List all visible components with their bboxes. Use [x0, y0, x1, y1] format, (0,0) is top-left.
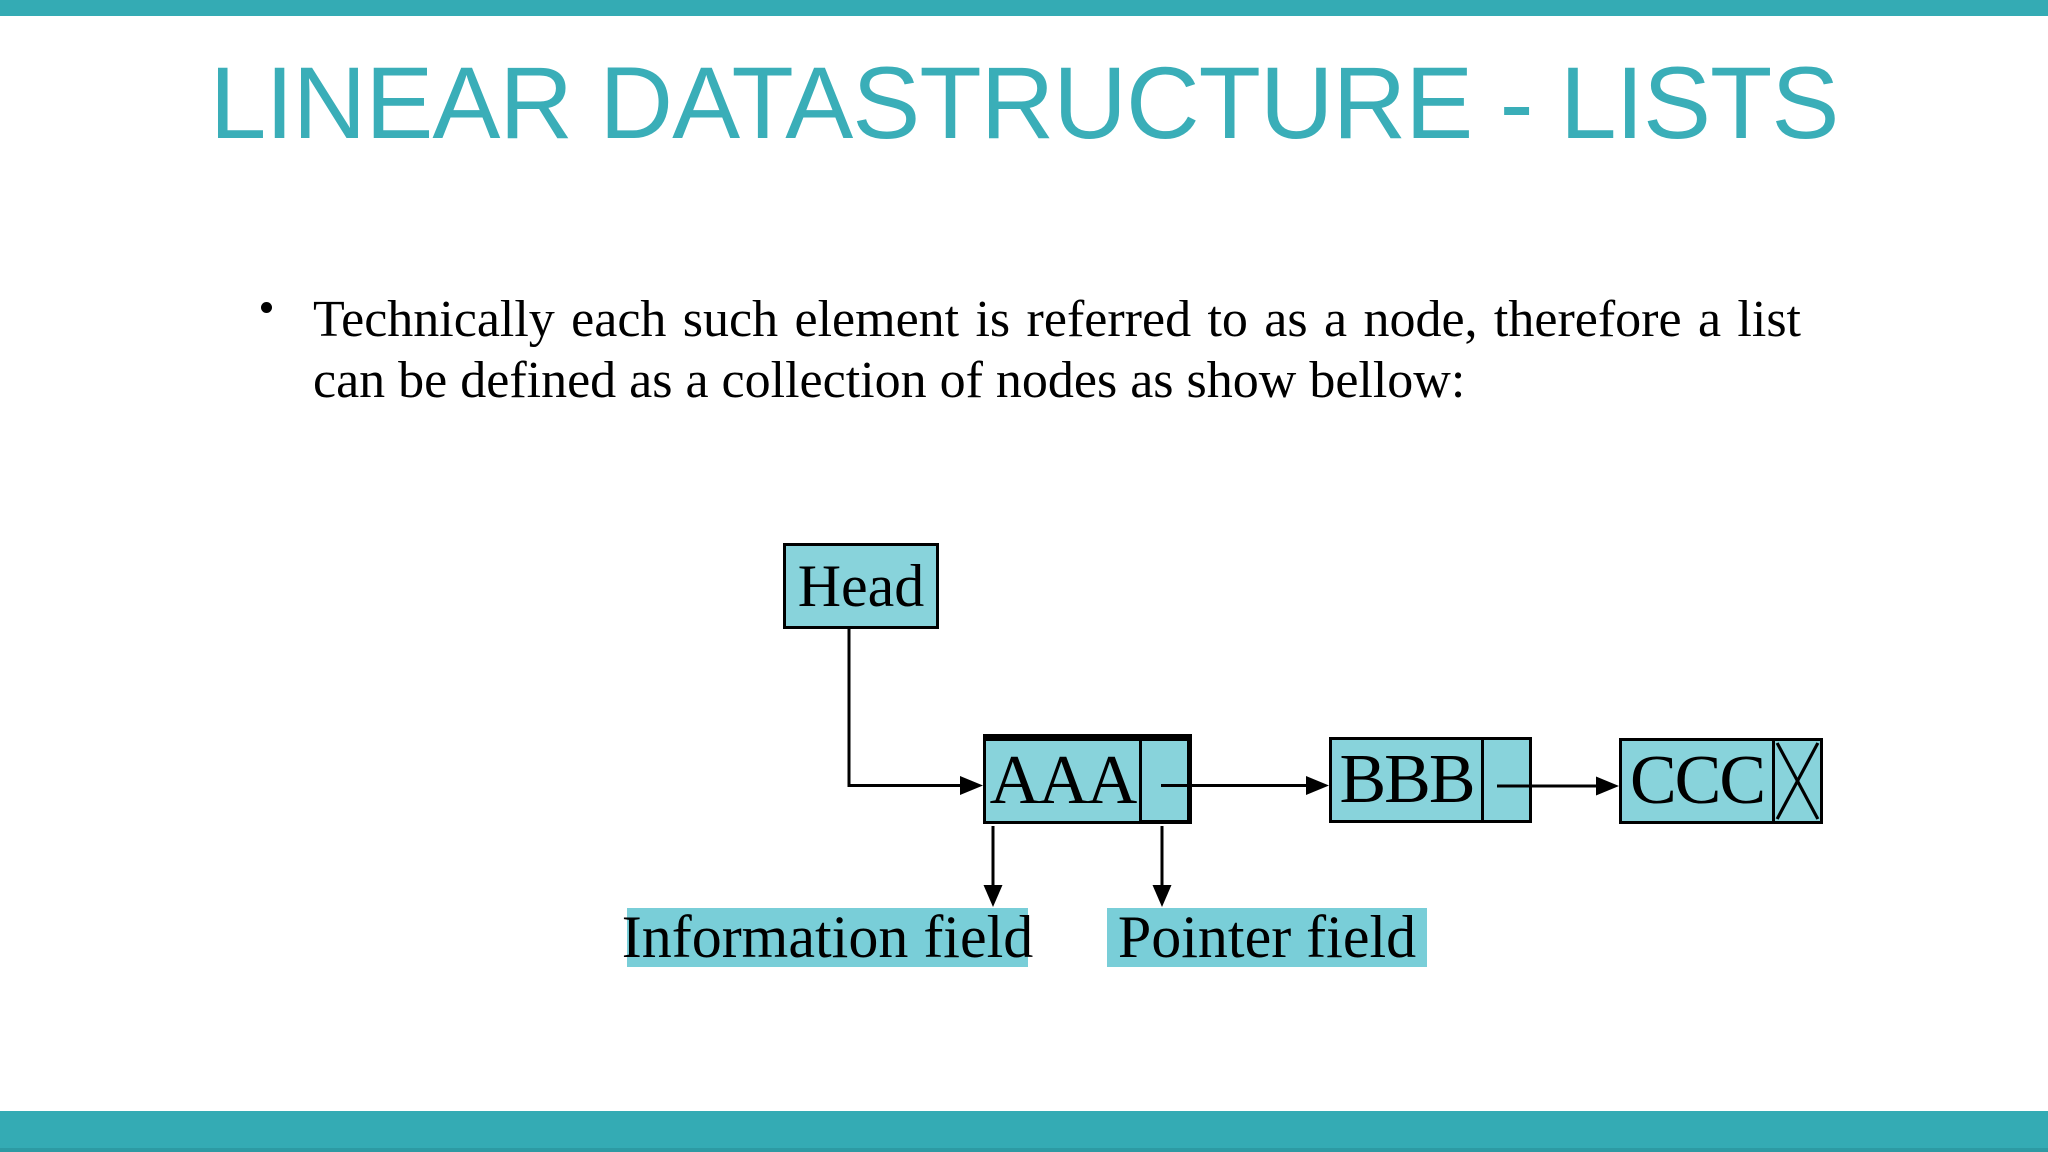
head-node-box: Head — [783, 543, 939, 629]
bullet-marker — [261, 302, 272, 313]
top-accent-bar — [0, 0, 2048, 16]
node-ccc-box: CCC — [1619, 738, 1823, 824]
bullet-line-2: can be defined as a collection of nodes … — [313, 352, 1466, 409]
pointer-field-label: Pointer field — [1107, 904, 1427, 970]
node-aaa-info-field: AAA — [983, 738, 1142, 824]
information-field-label: Information field — [622, 907, 1033, 967]
head-to-aaa-arrowhead-icon — [960, 776, 983, 795]
node-aaa-value: AAA — [989, 742, 1138, 819]
bullet-paragraph: Technically each such element is referre… — [313, 289, 1801, 411]
pointer-field-label-text: Pointer field — [1117, 904, 1417, 970]
bottom-accent-bar — [0, 1111, 2048, 1152]
node-bbb-pointer-field — [1481, 740, 1529, 820]
information-field-label-text: Information field — [621, 904, 1034, 970]
node-bbb-info-field: BBB — [1332, 740, 1481, 820]
slide-title: LINEAR DATASTRUCTURE - LISTS — [209, 46, 1840, 160]
node-bbb-box: BBB — [1329, 737, 1532, 823]
aaa-to-bbb-arrowhead-icon — [1306, 776, 1329, 795]
head-node-label: Head — [797, 552, 925, 619]
node-ccc-value: CCC — [1629, 742, 1766, 819]
bbb-to-ccc-arrowhead-icon — [1596, 776, 1619, 796]
bullet-line-1: Technically each such element is referre… — [313, 291, 1801, 348]
node-ccc-pointer-field — [1772, 741, 1820, 821]
node-ccc-info-field: CCC — [1622, 741, 1772, 821]
head-to-aaa-arrow-line — [847, 629, 963, 787]
node-bbb-value: BBB — [1339, 741, 1475, 818]
node-aaa-pointer-field — [1142, 741, 1187, 820]
null-pointer-icon — [1775, 742, 1820, 820]
